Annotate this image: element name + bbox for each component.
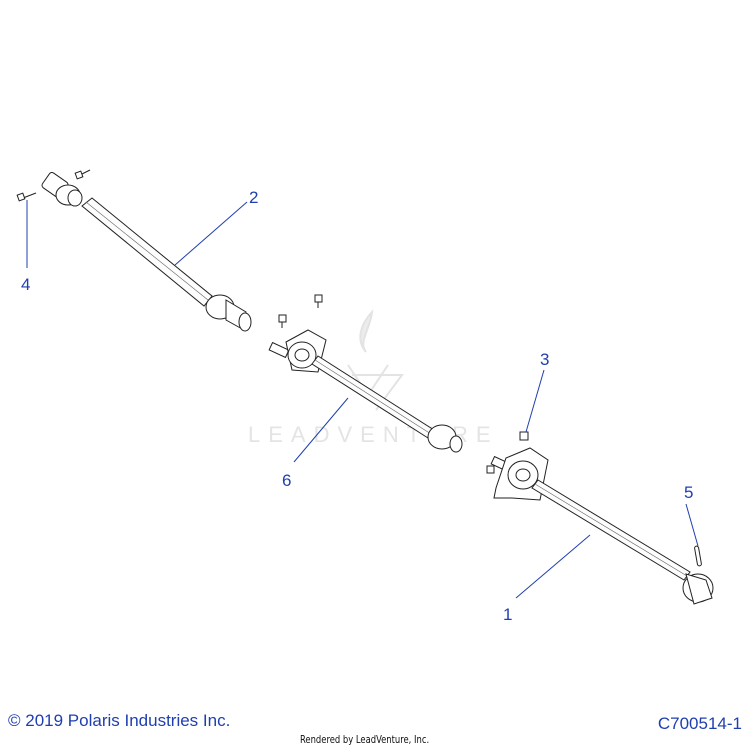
callout-4: 4 [21,275,30,294]
drive-shaft-rear [490,447,714,605]
pin-5 [694,545,702,567]
rendered-by-text: Rendered by LeadVenture, Inc. [300,733,430,746]
leader-lines [26,200,699,599]
copyright-text: © 2019 Polaris Industries Inc. [8,711,231,730]
callout-2: 2 [249,188,258,207]
bolt-set-4 [16,169,91,202]
bolt-set-center [278,294,323,328]
drive-shaft-center [268,329,463,453]
drive-shaft-front [41,171,252,332]
nut-3 [486,431,529,474]
callout-3: 3 [540,350,549,369]
callout-6: 6 [282,471,291,490]
callout-5: 5 [684,483,693,502]
callout-1: 1 [503,605,512,624]
diagram-code: C700514-1 [657,714,742,733]
